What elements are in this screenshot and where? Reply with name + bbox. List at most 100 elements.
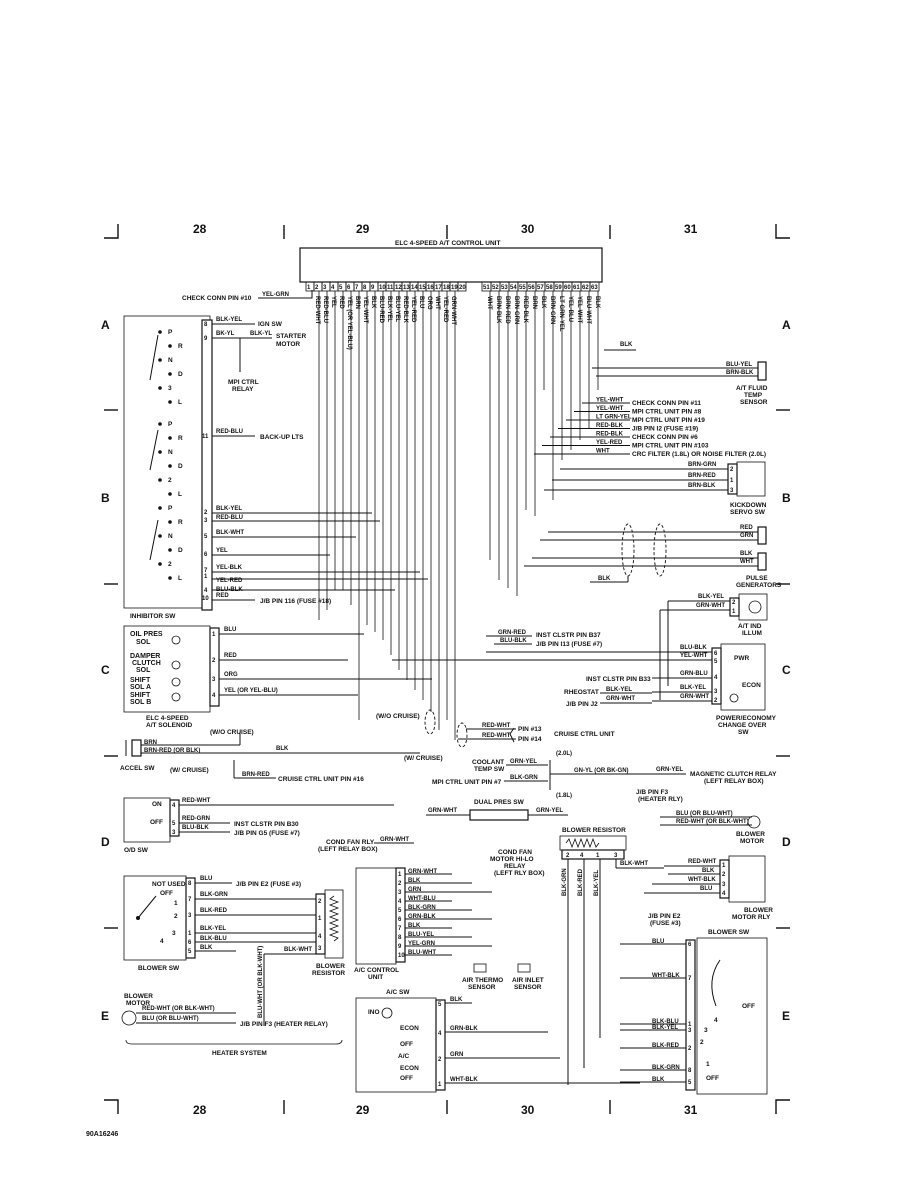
tcu-pin-label-54: 54: [510, 285, 517, 291]
svg-text:YEL-BLK: YEL-BLK: [216, 565, 243, 571]
svg-text:BLU (OR BLU-WHT): BLU (OR BLU-WHT): [676, 811, 733, 817]
ac-unit-pin-7: 7: [398, 926, 402, 932]
blower-sw-wire-1: BLK-BLU: [652, 1019, 679, 1025]
blower-sw-wire-6: BLU: [652, 939, 664, 945]
svg-text:YEL (OR YEL-BLU): YEL (OR YEL-BLU): [224, 688, 278, 694]
col-label-top-28: 28: [193, 222, 207, 236]
tcu-box: [299, 247, 603, 283]
svg-text:RED-GRN: RED-GRN: [182, 816, 210, 822]
svg-text:RED: RED: [740, 525, 753, 531]
svg-text:ECON: ECON: [742, 682, 761, 689]
blower-sw-pos-0: OFF: [742, 1003, 755, 1010]
svg-text:RED: RED: [216, 593, 229, 599]
inhibitor-pos-2-0: P: [168, 505, 173, 512]
svg-text:3: 3: [172, 830, 176, 836]
svg-text:(2.0L): (2.0L): [556, 751, 572, 757]
svg-text:6: 6: [204, 552, 208, 558]
svg-text:COOLANT: COOLANT: [472, 759, 504, 766]
tcu-wire-left-6: YEL-WHT: [362, 296, 368, 324]
inhibitor-contact-1-1: [168, 436, 172, 440]
svg-text:ELC 4-SPEED: ELC 4-SPEED: [146, 715, 189, 722]
inhibitor-contact-1-5: [168, 492, 172, 496]
inhibitor-contact-2-1: [168, 520, 172, 524]
svg-text:7: 7: [188, 897, 192, 903]
svg-text:SW: SW: [738, 729, 749, 736]
row-label-left-b: B: [101, 491, 110, 505]
svg-text:SOL A: SOL A: [130, 684, 151, 691]
svg-text:2: 2: [438, 1057, 442, 1063]
od-switch: ON OFF 4 5 3 RED-WHT RED-GRN BLU-BLK INS…: [123, 797, 394, 854]
svg-text:CRUISE CTRL UNIT PIN #16: CRUISE CTRL UNIT PIN #16: [278, 776, 364, 783]
svg-text:AIR INLET: AIR INLET: [512, 977, 544, 984]
blower-sw-pin-3: 3: [688, 1028, 692, 1034]
ac-unit-wire-2: BLK: [408, 878, 421, 884]
ac-unit-pin-5: 5: [398, 908, 402, 914]
tcu-wire-right-12: BLK: [594, 296, 600, 309]
conn-wire-label-5: YEL-RED: [596, 440, 623, 446]
inhibitor-pos-0-0: P: [168, 329, 173, 336]
tcu-wire-left-5: BRN: [354, 296, 360, 309]
svg-text:MOTOR RLY: MOTOR RLY: [732, 914, 771, 921]
inhibitor-contact-2-2: [158, 534, 162, 538]
tcu-wire-right-11: BLU-WHT: [585, 296, 591, 324]
svg-text:A/T FLUID: A/T FLUID: [736, 385, 768, 392]
conn-wire-label-6: WHT: [596, 449, 610, 455]
tcu-wire-right-9: YEL-BLU: [567, 296, 573, 322]
svg-text:A/T IND: A/T IND: [738, 623, 762, 630]
svg-text:(LEFT RLY BOX): (LEFT RLY BOX): [494, 870, 545, 877]
blower-sw-pin-1: 1: [688, 1022, 692, 1028]
inhibitor-contact-0-1: [168, 344, 172, 348]
ac-unit-pin-3: 3: [398, 890, 402, 896]
right-connections: BLK BLU-YEL BRN-BLK A/T FLUID TEMP SENSO…: [392, 342, 782, 736]
svg-text:CRUISE CTRL UNIT: CRUISE CTRL UNIT: [554, 731, 615, 738]
svg-text:BLK: BLK: [598, 576, 611, 582]
svg-text:RED-WHT: RED-WHT: [482, 733, 511, 739]
inhibitor-contact-0-4: [158, 386, 162, 390]
tcu-pin-label-8: 8: [363, 285, 367, 291]
tcu-wire-right-0: WHT: [486, 296, 492, 310]
svg-text:BLK-GRN: BLK-GRN: [200, 892, 228, 898]
svg-text:5: 5: [172, 821, 176, 827]
svg-text:OIL PRES: OIL PRES: [130, 631, 163, 638]
row-label-right-c: C: [782, 663, 791, 677]
svg-text:BRN-RED: BRN-RED: [688, 473, 716, 479]
svg-text:GRN-BLK: GRN-BLK: [450, 1026, 478, 1032]
tcu-pin-label-12: 12: [395, 285, 402, 291]
svg-text:POWER/ECONOMY: POWER/ECONOMY: [716, 715, 777, 722]
svg-text:GRN-YEL: GRN-YEL: [536, 808, 563, 814]
blower-sw-pin-6: 6: [688, 942, 692, 948]
tcu-pin-label-58: 58: [546, 285, 553, 291]
tcu-wire-left-11: RED-BLK: [402, 296, 408, 324]
col-label-top-29: 29: [356, 222, 370, 236]
svg-text:GENERATORS: GENERATORS: [736, 582, 782, 589]
svg-text:9: 9: [204, 336, 208, 342]
svg-text:A/C SW: A/C SW: [386, 989, 410, 996]
tcu-wire-left-7: BLK: [370, 296, 376, 309]
corner-marks: [104, 224, 790, 1114]
svg-text:PWR: PWR: [734, 655, 749, 662]
svg-text:BLOWER: BLOWER: [736, 831, 765, 838]
svg-text:4: 4: [212, 693, 216, 699]
svg-text:(W/ CRUISE): (W/ CRUISE): [404, 755, 443, 762]
tcu-pin-label-9: 9: [371, 285, 375, 291]
ac-unit-pin-2: 2: [398, 881, 402, 887]
tcu-pin-label-7: 7: [355, 285, 359, 291]
svg-text:BRN-GRN: BRN-GRN: [688, 462, 716, 468]
svg-text:BLK: BLK: [200, 945, 213, 951]
svg-text:SENSOR: SENSOR: [514, 984, 542, 991]
tcu-wire-right-6: BLK: [540, 296, 546, 309]
svg-text:BLK-YEL: BLK-YEL: [680, 685, 706, 691]
tcu-wire-left-8: BLU-RED: [378, 296, 384, 324]
tcu-pin-label-4: 4: [331, 285, 335, 291]
svg-text:3: 3: [614, 853, 618, 859]
at-solenoid: OIL PRES SOL DAMPER CLUTCH SOL SHIFT SOL…: [123, 625, 432, 729]
blower-sw-pos-3: 2: [700, 1039, 704, 1046]
svg-text:ON: ON: [152, 801, 162, 808]
ac-unit-wire-7: BLK: [408, 923, 421, 929]
inhibitor-pos-0-5: L: [178, 399, 182, 406]
svg-text:GRN-YEL: GRN-YEL: [656, 767, 683, 773]
svg-text:GRN-WHT: GRN-WHT: [606, 696, 635, 702]
svg-text:NOT USED: NOT USED: [152, 881, 186, 888]
tcu-wire-right-7: BRN-GRN: [549, 296, 555, 324]
svg-text:(W/O CRUISE): (W/O CRUISE): [210, 729, 254, 736]
